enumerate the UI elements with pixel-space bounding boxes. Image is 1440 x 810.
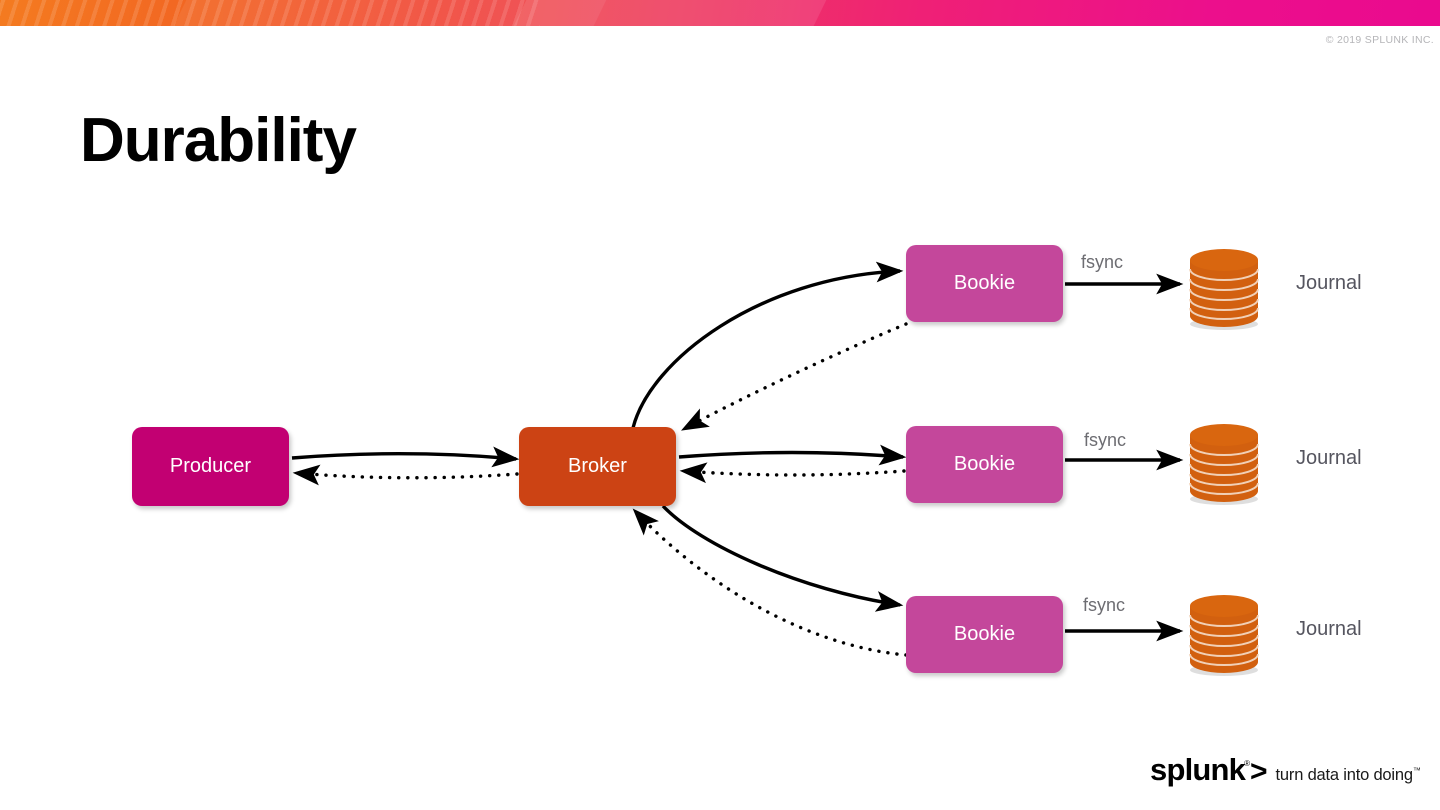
edge-bookie-0-to-broker (681, 322, 908, 431)
topbar-stripes (0, 0, 540, 26)
journal-database-icon (1189, 595, 1259, 676)
chevron-right-icon: > (1250, 755, 1268, 788)
node-producer-label: Producer (169, 455, 252, 477)
registered-mark-icon: ® (1244, 759, 1251, 768)
edge-broker-to-bookie-1 (678, 444, 907, 466)
journal-label-2: Journal (1296, 618, 1362, 640)
edge-producer-to-broker (291, 446, 520, 468)
splunk-logo: splunk ® > turn data into doing ™ (1150, 752, 1421, 788)
node-broker[interactable]: Broker (519, 427, 676, 506)
edge-label-fsync-1: fsync (1084, 430, 1127, 450)
splunk-wordmark: splunk (1150, 752, 1246, 787)
node-bookie-1[interactable]: Bookie (906, 426, 1063, 503)
journal-label-1: Journal (1296, 447, 1362, 469)
trademark-mark-icon: ™ (1412, 766, 1421, 775)
node-bookie-2[interactable]: Bookie (906, 596, 1063, 673)
node-bookie-label: Bookie (953, 453, 1016, 475)
node-broker-label: Broker (568, 455, 627, 477)
node-bookie-label: Bookie (953, 623, 1016, 645)
node-producer[interactable]: Producer (132, 427, 289, 506)
node-bookie-0[interactable]: Bookie (906, 245, 1063, 322)
top-gradient-bar (0, 0, 1440, 26)
copyright-notice: © 2019 SPLUNK INC. (1325, 34, 1434, 46)
splunk-tagline: turn data into doing (1275, 766, 1413, 784)
journal-label-0: Journal (1296, 272, 1362, 294)
page-title: Durability (80, 106, 357, 175)
edge-broker-to-bookie-0 (631, 261, 904, 429)
edge-bookie-1-to-broker (679, 462, 906, 484)
edge-broker-to-bookie-2 (661, 504, 904, 612)
journal-database-icon (1189, 424, 1259, 505)
edge-label-fsync-0: fsync (1081, 252, 1124, 272)
node-bookie-label: Bookie (953, 272, 1016, 294)
edge-label-fsync-2: fsync (1083, 595, 1126, 615)
edge-bookie-2-to-broker (632, 508, 908, 657)
journal-database-icon (1189, 249, 1259, 330)
edge-broker-to-producer (292, 464, 519, 486)
